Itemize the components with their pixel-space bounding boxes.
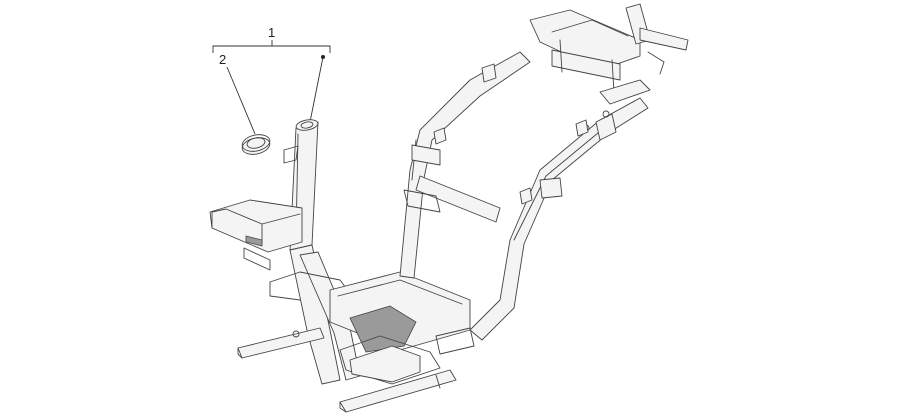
callout-group: 1 2 xyxy=(212,25,331,135)
callout-number-1[interactable]: 1 xyxy=(268,25,275,40)
right-footrest-rail xyxy=(339,369,457,413)
callout-bracket xyxy=(212,45,331,53)
leader-line-2 xyxy=(226,66,256,135)
left-side-rail xyxy=(399,51,531,279)
callout-number-2[interactable]: 2 xyxy=(219,52,226,67)
right-side-rail xyxy=(469,97,649,341)
mounting-lugs xyxy=(433,63,589,205)
bearing-ring-part[interactable] xyxy=(241,132,272,156)
mid-diagonal-brace xyxy=(403,175,501,223)
front-bracket-plate xyxy=(209,199,303,271)
leader-line-1 xyxy=(309,56,324,123)
left-footrest-rail xyxy=(237,327,325,359)
rear-subframe xyxy=(529,3,689,132)
floor-cross-members xyxy=(329,271,475,385)
frame-assembly[interactable] xyxy=(209,3,689,413)
